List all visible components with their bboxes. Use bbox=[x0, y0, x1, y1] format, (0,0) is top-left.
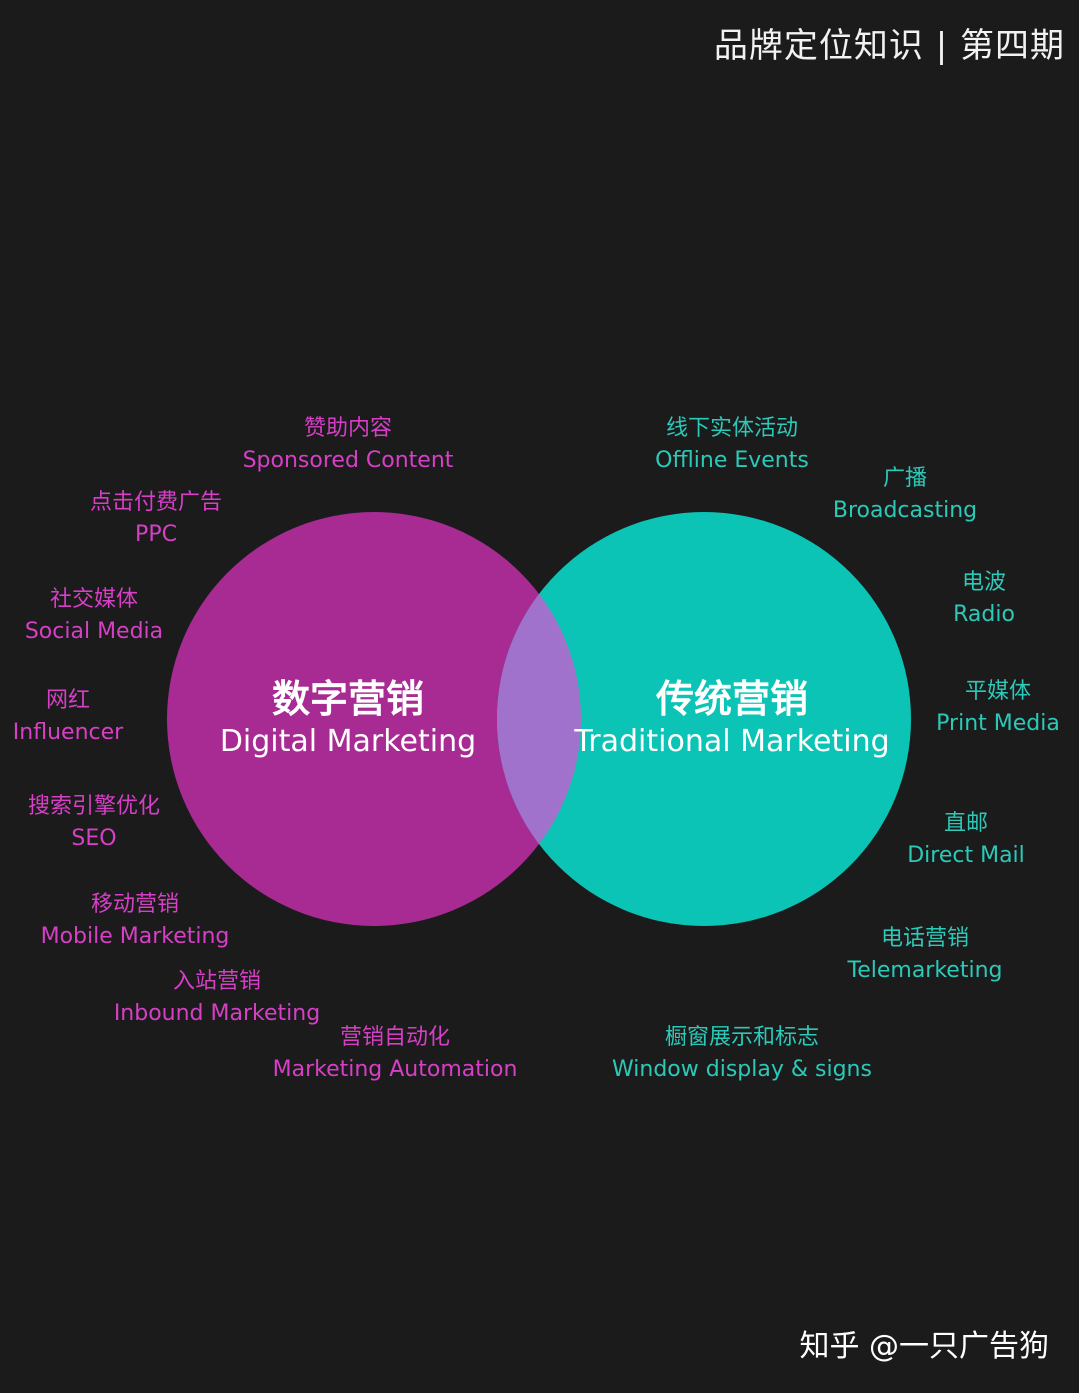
page-title: 品牌定位知识 | 第四期 bbox=[713, 26, 1065, 66]
digital-title-cn: 数字营销 bbox=[271, 677, 424, 721]
digital-circle bbox=[167, 512, 581, 926]
traditional-circle bbox=[497, 512, 911, 926]
traditional-item-offline-events: 线下实体活动 Offline Events bbox=[655, 416, 809, 473]
digital-item-seo: 搜索引擎优化 SEO bbox=[27, 794, 160, 851]
watermark: 知乎 @一只广告狗 bbox=[799, 1329, 1049, 1364]
traditional-item-print-media: 平媒体 Print Media bbox=[936, 679, 1060, 736]
digital-circle-label: 数字营销 Digital Marketing bbox=[214, 676, 482, 762]
traditional-item-telemarketing: 电话营销 Telemarketing bbox=[847, 926, 1003, 983]
traditional-item-radio: 电波 Radio bbox=[953, 570, 1015, 627]
digital-item-influencer: 网红 Influencer bbox=[12, 688, 124, 745]
digital-item-social-media: 社交媒体 Social Media bbox=[24, 587, 164, 644]
traditional-circle-label: 传统营销 Traditional Marketing bbox=[572, 676, 892, 762]
traditional-item-window-display: 橱窗展示和标志 Window display & signs bbox=[612, 1025, 872, 1082]
digital-title-en: Digital Marketing bbox=[219, 724, 477, 759]
digital-item-mobile-marketing: 移动营销 Mobile Marketing bbox=[40, 892, 230, 949]
traditional-title-en: Traditional Marketing bbox=[574, 724, 890, 759]
traditional-item-broadcasting: 广播 Broadcasting bbox=[832, 466, 978, 523]
digital-item-marketing-automation: 营销自动化 Marketing Automation bbox=[272, 1025, 518, 1082]
digital-item-ppc: 点击付费广告 PPC bbox=[89, 490, 222, 547]
traditional-item-direct-mail: 直邮 Direct Mail bbox=[907, 811, 1025, 868]
traditional-title-cn: 传统营销 bbox=[655, 677, 808, 721]
digital-item-sponsored-content: 赞助内容 Sponsored Content bbox=[242, 416, 454, 473]
digital-item-inbound-marketing: 入站营销 Inbound Marketing bbox=[113, 969, 321, 1026]
